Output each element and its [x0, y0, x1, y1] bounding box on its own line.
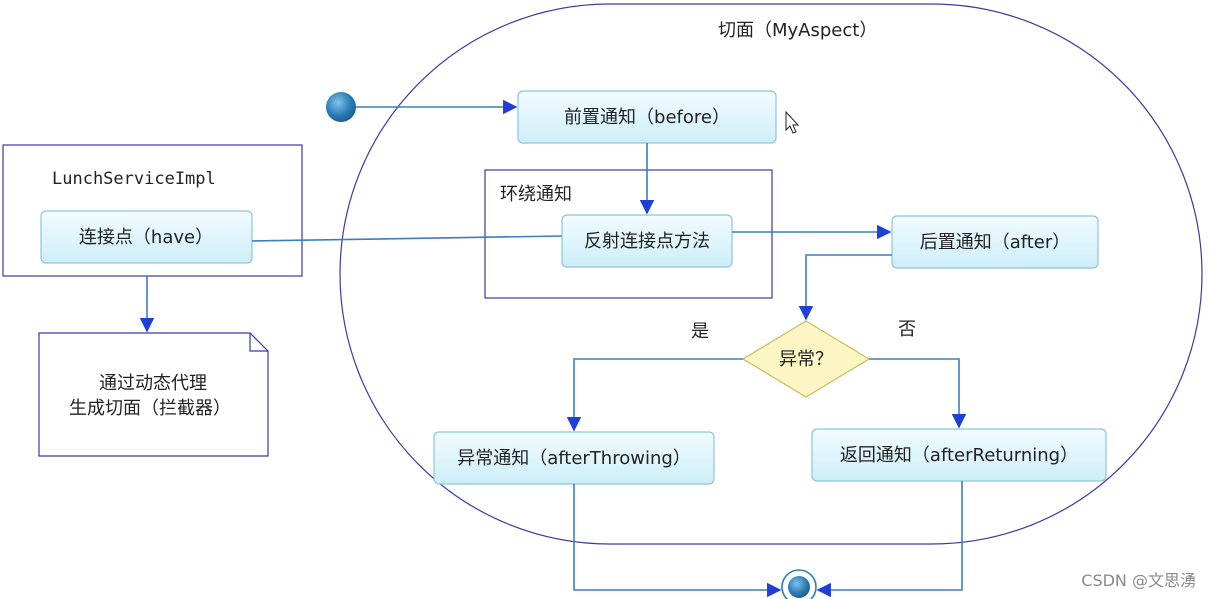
- edge-after-to-decision: [798, 254, 892, 321]
- join-point-label: 连接点（have）: [79, 227, 213, 248]
- edge-decision-yes: [566, 358, 743, 432]
- around-title: 环绕通知: [500, 184, 572, 205]
- aspect-title: 切面（MyAspect）: [718, 20, 877, 41]
- edge-decision-no: [869, 358, 967, 429]
- decision-diamond[interactable]: [741, 320, 871, 398]
- aspect-frame: [339, 3, 1203, 545]
- decision-no-label: 否: [898, 319, 916, 340]
- start-node: [326, 92, 356, 122]
- proxy-note-line1: 通过动态代理: [99, 373, 207, 394]
- invoke-label: 反射连接点方法: [584, 231, 710, 252]
- decision-label: 异常？: [779, 349, 833, 370]
- after-node[interactable]: [891, 215, 1099, 269]
- proxy-note-fold: [249, 333, 268, 352]
- before-label: 前置通知（before）: [564, 107, 730, 128]
- proxy-note-line2: 生成切面（拦截器）: [69, 398, 231, 419]
- proxy-note: [38, 332, 269, 457]
- invoke-node[interactable]: [561, 214, 733, 268]
- join-point-node[interactable]: [40, 210, 253, 264]
- end-node: [788, 576, 810, 598]
- mouse-cursor-icon: [785, 110, 800, 134]
- after-label: 后置通知（after）: [920, 232, 1071, 253]
- around-frame: [484, 169, 773, 299]
- after-throwing-label: 异常通知（afterThrowing）: [457, 448, 691, 469]
- edge-throwing-to-end: [573, 484, 782, 598]
- edge-joinpoint-to-invoke: [251, 235, 563, 242]
- service-frame: [2, 144, 303, 277]
- service-title: LunchServiceImpl: [52, 169, 216, 189]
- decision-yes-label: 是: [691, 321, 709, 342]
- after-returning-label: 返回通知（afterReturning）: [840, 445, 1078, 466]
- after-returning-node[interactable]: [811, 428, 1107, 482]
- edge-returning-to-end: [816, 481, 963, 598]
- watermark: CSDN @文思湧: [1081, 571, 1196, 590]
